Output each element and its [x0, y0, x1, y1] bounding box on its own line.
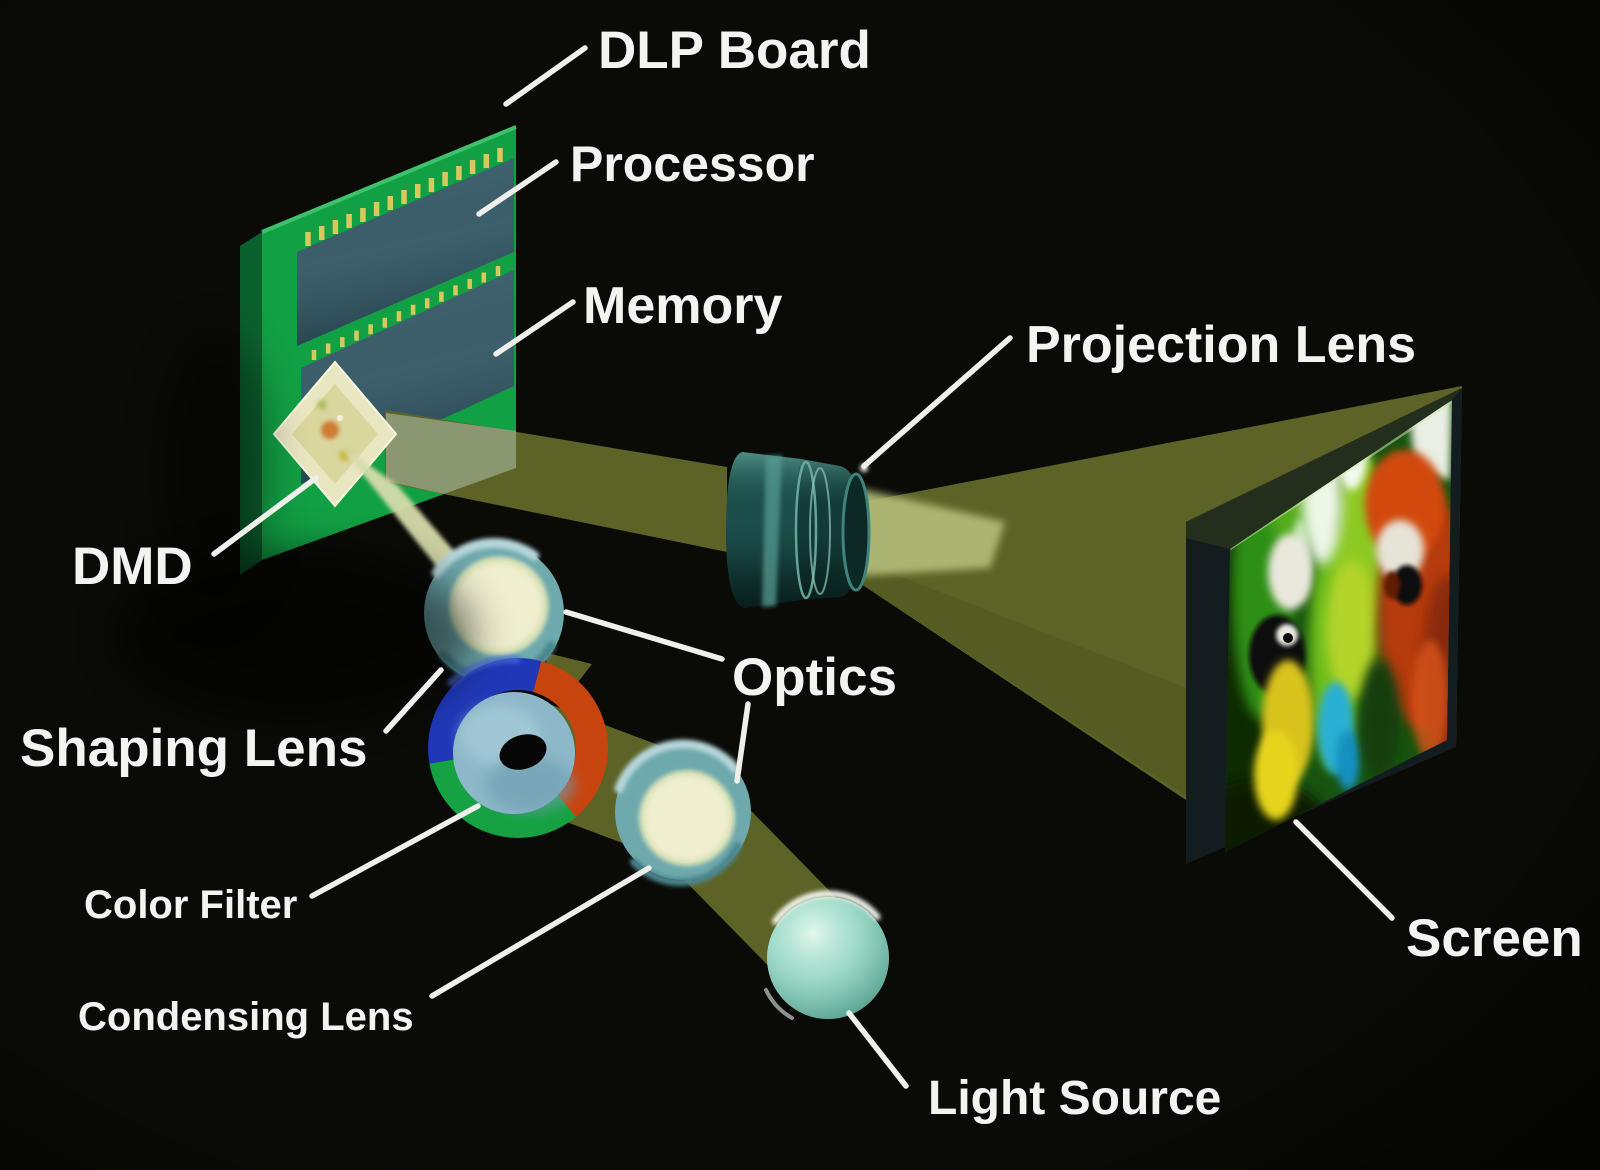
- leader-processor: [476, 159, 559, 217]
- leader-color-filter: [309, 803, 481, 899]
- labels: DLP Board Processor Memory DMD Projectio…: [20, 21, 1583, 1125]
- label-shaping-lens: Shaping Lens: [20, 719, 367, 778]
- leader-memory: [493, 299, 576, 357]
- label-projection-lens: Projection Lens: [1026, 316, 1416, 374]
- label-dlp-board: DLP Board: [598, 21, 871, 80]
- leader-optics-lower: [734, 701, 751, 784]
- leader-lines: [211, 45, 1395, 1089]
- leader-dmd: [211, 475, 319, 557]
- label-color-filter: Color Filter: [84, 883, 297, 927]
- label-processor: Processor: [570, 136, 815, 192]
- label-dmd: DMD: [72, 537, 193, 596]
- label-optics: Optics: [732, 648, 897, 707]
- label-memory: Memory: [583, 277, 782, 335]
- leader-light-source: [846, 1010, 909, 1089]
- label-condensing-lens: Condensing Lens: [78, 995, 414, 1039]
- leader-screen: [1293, 819, 1395, 921]
- leader-condensing-lens: [429, 865, 652, 999]
- leader-dlp-board: [503, 45, 588, 107]
- leader-projection-lens: [861, 335, 1013, 469]
- leader-optics-upper: [563, 609, 725, 662]
- label-screen: Screen: [1406, 909, 1583, 968]
- label-light-source: Light Source: [928, 1072, 1221, 1125]
- leader-shaping-lens: [383, 667, 444, 734]
